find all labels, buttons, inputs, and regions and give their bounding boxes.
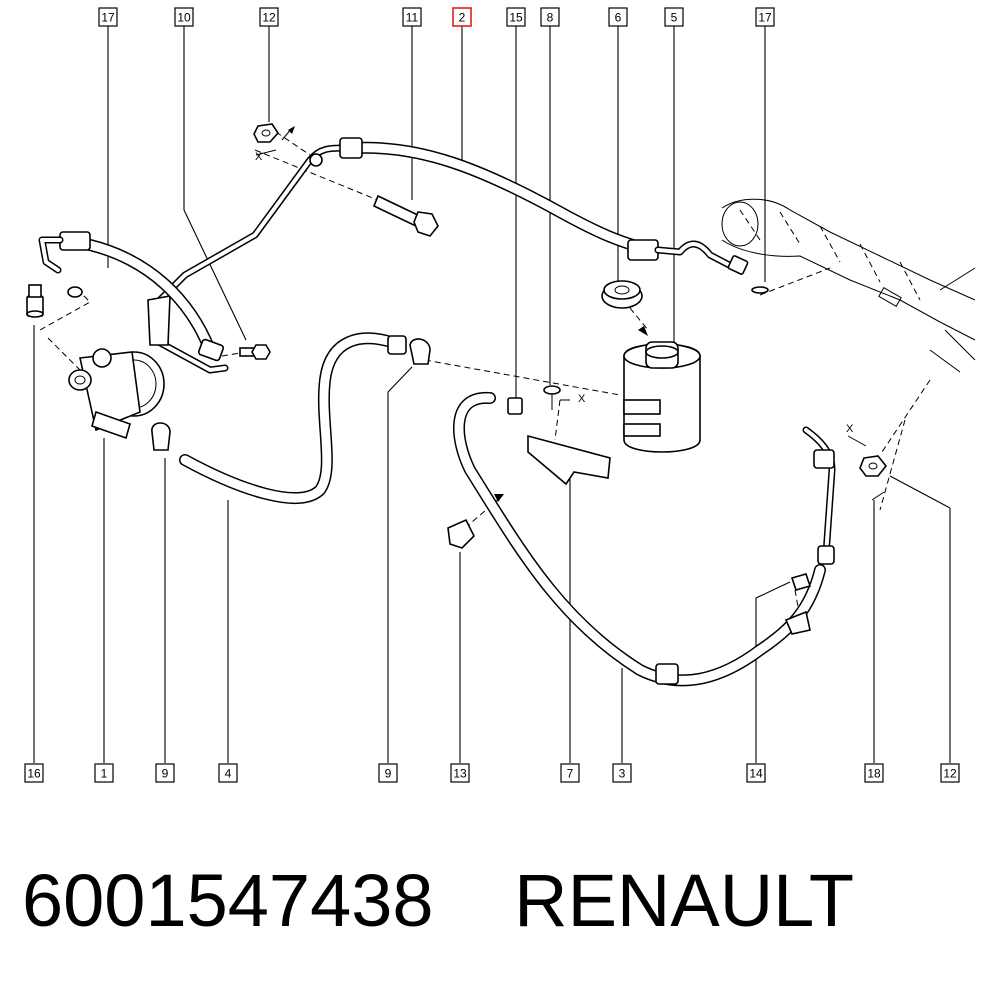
- callout-11: 11: [402, 7, 422, 27]
- callout-15: 15: [506, 7, 526, 27]
- callout-13: 13: [450, 763, 470, 783]
- callout-14: 14: [746, 763, 766, 783]
- callout-number: 3: [619, 767, 626, 781]
- callout-number: 4: [225, 767, 232, 781]
- callout-17: 17: [98, 7, 118, 27]
- callout-8: 8: [540, 7, 560, 27]
- callout-number: 13: [453, 767, 467, 781]
- callout-box: [664, 7, 684, 27]
- footer-caption: 6001547438 RENAULT: [22, 858, 854, 943]
- clip-15: [507, 397, 523, 415]
- callout-9: 9: [155, 763, 175, 783]
- callout-number: 9: [385, 767, 392, 781]
- pump-feed-hose: [38, 231, 225, 362]
- callout-box: [155, 763, 175, 783]
- callout-number: 17: [101, 11, 115, 25]
- callout-box: [218, 763, 238, 783]
- brand-name: RENAULT: [514, 859, 855, 942]
- callout-box: [755, 7, 775, 27]
- power-steering-pump: [68, 348, 165, 440]
- callout-number: 8: [547, 11, 554, 25]
- callout-box: [612, 763, 632, 783]
- callout-number: 10: [177, 11, 191, 25]
- callout-box: [746, 763, 766, 783]
- callout-3: 3: [612, 763, 632, 783]
- bolt-11: [372, 194, 439, 237]
- callout-number: 9: [162, 767, 169, 781]
- callout-5: 5: [664, 7, 684, 27]
- callout-number: 14: [749, 767, 763, 781]
- callout-number: 16: [27, 767, 41, 781]
- callout-number: 2: [459, 11, 466, 25]
- callout-box: [452, 7, 472, 27]
- callout-number: 7: [567, 767, 574, 781]
- axis-mark-x: X: [846, 423, 854, 435]
- nut-12-right: [847, 435, 888, 477]
- part-number: 6001547438: [22, 859, 434, 942]
- callout-18: 18: [864, 763, 884, 783]
- hose-clamp-9: [409, 338, 431, 365]
- reservoir-cap: [601, 280, 643, 309]
- return-hose-4: [151, 332, 407, 504]
- callout-1: 1: [94, 763, 114, 783]
- axis-mark-x: X: [255, 151, 263, 163]
- callout-10: 10: [174, 7, 194, 27]
- callout-labels: 17 10 12 11 2 15 8 6 5 17 16 1 9 4 9 13 7 3 14 18 12: [24, 7, 960, 783]
- callout-4: 4: [218, 763, 238, 783]
- callout-number: 17: [758, 11, 772, 25]
- callout-number: 12: [943, 767, 957, 781]
- callout-box: [98, 7, 118, 27]
- clip-18: [871, 491, 885, 501]
- callout-number: 12: [262, 11, 276, 25]
- reservoir-bracket: [527, 434, 611, 486]
- callout-6: 6: [608, 7, 628, 27]
- return-hose-3: [453, 391, 836, 687]
- callout-box: [259, 7, 279, 27]
- callout-box: [560, 763, 580, 783]
- callout-box: [174, 7, 194, 27]
- callout-box: [940, 763, 960, 783]
- high-pressure-pipe: [306, 137, 769, 294]
- callout-box: [608, 7, 628, 27]
- nut-12-top: [253, 123, 293, 156]
- screw-8: [543, 385, 570, 410]
- assembly-dashed-lines: [39, 131, 931, 619]
- callout-2: 2: [452, 7, 472, 27]
- metal-return-line: [147, 153, 323, 374]
- arrows: [288, 126, 648, 502]
- callout-12: 12: [940, 763, 960, 783]
- callout-17: 17: [755, 7, 775, 27]
- callout-box: [864, 763, 884, 783]
- callout-7: 7: [560, 763, 580, 783]
- callout-box: [24, 763, 44, 783]
- pressure-switch: [26, 284, 83, 318]
- callout-box: [402, 7, 422, 27]
- callout-number: 18: [867, 767, 881, 781]
- axis-marks: X X X: [255, 151, 854, 435]
- callout-number: 15: [509, 11, 523, 25]
- fluid-reservoir: [623, 341, 701, 453]
- callout-box: [540, 7, 560, 27]
- callout-16: 16: [24, 763, 44, 783]
- callout-number: 11: [406, 11, 419, 25]
- callout-number: 1: [101, 767, 108, 781]
- callout-box: [94, 763, 114, 783]
- bolt-10: [239, 344, 271, 360]
- clip-14: [790, 573, 812, 591]
- callout-number: 5: [671, 11, 678, 25]
- clip-13: [447, 518, 475, 549]
- callout-box: [450, 763, 470, 783]
- callout-number: 6: [615, 11, 622, 25]
- callout-9: 9: [378, 763, 398, 783]
- callout-12: 12: [259, 7, 279, 27]
- callout-box: [506, 7, 526, 27]
- steering-rack: [721, 198, 976, 373]
- leader-lines: [33, 26, 951, 763]
- axis-mark-x: X: [578, 393, 586, 405]
- callout-box: [378, 763, 398, 783]
